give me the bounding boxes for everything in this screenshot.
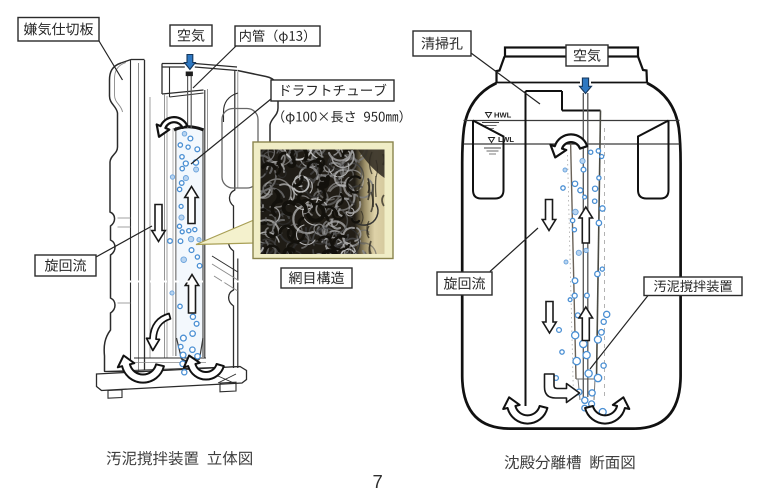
svg-text:LWL: LWL	[498, 135, 514, 144]
svg-text:7: 7	[373, 471, 383, 492]
svg-text:HWL: HWL	[494, 111, 512, 120]
